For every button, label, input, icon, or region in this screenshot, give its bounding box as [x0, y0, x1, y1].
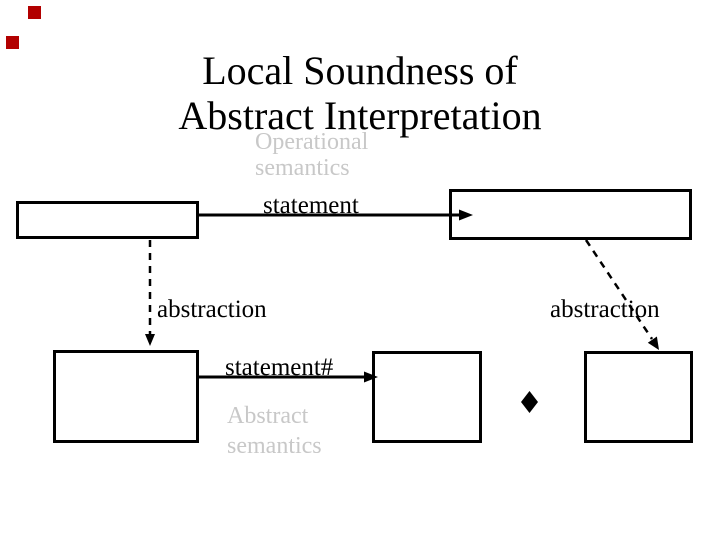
abstract-semantics-line1: Abstract [227, 403, 309, 429]
slide-title-line1: Local Soundness of [202, 48, 518, 93]
red-square-decoration-icon [6, 36, 19, 49]
concrete-state-before-box [16, 201, 199, 239]
slide-title-line2: Abstract Interpretation [178, 93, 542, 138]
diamond-icon [521, 391, 538, 413]
abstract-semantics-label: Abstract semantics [227, 401, 322, 461]
abstract-state-before-box [53, 350, 199, 443]
statement-arrow-label: statement [263, 192, 359, 219]
abstraction-arrow-left [145, 240, 155, 346]
abstraction-left-label: abstraction [157, 296, 267, 323]
abstraction-right-label: abstraction [550, 296, 660, 323]
operational-semantics-label: Operational semantics [255, 129, 368, 181]
concrete-state-after-box [449, 189, 692, 240]
operational-semantics-line2: semantics [255, 155, 350, 181]
abstract-semantics-line2: semantics [227, 433, 322, 459]
red-square-decoration-icon [28, 6, 41, 19]
operational-semantics-line1: Operational [255, 129, 369, 155]
abstraction-arrow-right [584, 239, 659, 350]
abstracted-concrete-result-box [584, 351, 693, 443]
slide-title: Local Soundness of Abstract Interpretati… [0, 48, 720, 138]
abstract-state-after-box [372, 351, 482, 443]
statement-sharp-arrow-label: statement# [225, 354, 334, 381]
